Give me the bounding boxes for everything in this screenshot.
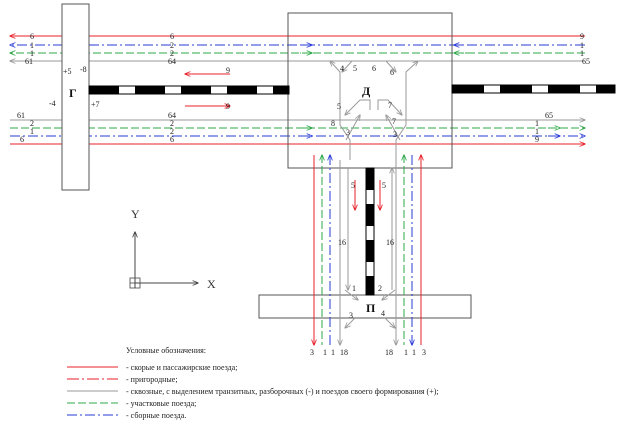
branch-d-p-lines <box>314 155 421 345</box>
g-label-minus4: -4 <box>49 99 56 108</box>
d-label: 8 <box>331 119 335 128</box>
station-d-label: Д <box>362 84 371 98</box>
d-label: 4 <box>340 64 344 73</box>
top-right-label: 1 <box>580 41 584 50</box>
top-right-label: 1 <box>580 49 584 58</box>
bottom-mid-label: 64 <box>168 111 176 120</box>
g-label-plus5: +5 <box>63 67 72 76</box>
top-mid-label: 2 <box>170 49 174 58</box>
d-path-cross-right <box>386 115 401 141</box>
legend-item-suburban: - пригородные; <box>126 375 178 384</box>
x-axis-label: X <box>207 277 216 291</box>
y-axis-label: Y <box>131 207 140 221</box>
d-label: 5 <box>353 64 357 73</box>
branch-label: 4 <box>381 309 385 318</box>
bottom-left-label: 1 <box>30 127 34 136</box>
d-path-inner-right <box>377 99 402 115</box>
bottom-right-label: 9 <box>535 135 539 144</box>
station-g-box <box>61 3 90 191</box>
bottom-branch-label-left: 18 <box>340 348 348 357</box>
d-label: 6 <box>390 68 394 77</box>
top-left-label: 1 <box>30 41 34 50</box>
train-flow-lines <box>10 36 585 144</box>
branch-p-diag-2 <box>382 289 396 300</box>
top-left-label: 61 <box>25 57 33 66</box>
bottom-branch-label-right: 18 <box>385 348 393 357</box>
bottom-mid-label: 6 <box>170 135 174 144</box>
bottom-left-label: 2 <box>30 119 34 128</box>
d-label: 7 <box>388 101 392 110</box>
d-label: 6 <box>372 64 376 73</box>
legend-item-pickup: - сборные поезда. <box>126 411 186 420</box>
bottom-right-label: 65 <box>545 111 553 120</box>
d-path-right-top <box>395 61 418 160</box>
legend: Условные обозначения: - скорые и пассажи… <box>67 346 439 420</box>
station-p-box <box>258 294 472 319</box>
branch-label: 1 <box>352 284 356 293</box>
bottom-right-label: 1 <box>535 119 539 128</box>
legend-item-express: - скорые и пассажирские поезда; <box>126 363 237 372</box>
railway-tracks <box>88 74 616 296</box>
bottom-left-label: 61 <box>17 111 25 120</box>
bottom-branch-label-right: 1 <box>404 348 408 357</box>
coordinate-axes: Y X <box>129 207 216 291</box>
bottom-branch-label-right: 3 <box>422 348 426 357</box>
d-path-left-top <box>330 61 351 160</box>
g-label-plus7: +7 <box>91 100 100 109</box>
d-label: 5 <box>337 102 341 111</box>
branch-p-low-1 <box>345 317 356 328</box>
top-right-label: 65 <box>582 57 590 66</box>
bottom-right-label: 1 <box>535 127 539 136</box>
branch-label: 5 <box>382 181 386 190</box>
station-d-inner-lines <box>330 61 418 160</box>
branch-p-diag-1 <box>344 289 358 300</box>
legend-item-district: - участковые поезда; <box>126 399 196 408</box>
d-label: 7 <box>392 117 396 126</box>
g-label-minus8: -8 <box>80 65 87 74</box>
bottom-left-label: 6 <box>20 135 24 144</box>
shunting-label-upper: 9 <box>226 66 230 75</box>
top-left-label: 1 <box>30 49 34 58</box>
bottom-branch-label-left: 1 <box>331 348 335 357</box>
branch-p-low-2 <box>384 317 395 328</box>
station-p-label: П <box>366 301 376 315</box>
station-g-label: Г <box>69 86 77 100</box>
bottom-mid-label: 2 <box>170 127 174 136</box>
bottom-branch-label-left: 3 <box>310 348 314 357</box>
d-path-inner-left <box>345 99 371 115</box>
legend-title: Условные обозначения: <box>126 346 206 355</box>
bottom-branch-label-left: 1 <box>323 348 327 357</box>
branch-label: 16 <box>338 238 346 247</box>
d-path-diag-right <box>385 60 396 72</box>
d-path-diag-left <box>342 60 353 72</box>
flow-labels: 611616226491165612166422665119+5-8-4+799… <box>17 32 590 357</box>
shunting-label-lower: 9 <box>226 102 230 111</box>
bottom-branch-label-right: 1 <box>412 348 416 357</box>
legend-item-through: - сквозные, с выделением транзитных, раз… <box>126 387 439 396</box>
branch-label: 5 <box>351 181 355 190</box>
top-mid-label: 64 <box>168 57 176 66</box>
d-label: 3 <box>346 128 350 137</box>
top-right-label: 9 <box>580 32 584 41</box>
branch-label: 16 <box>386 238 394 247</box>
top-left-label: 6 <box>30 32 34 41</box>
bottom-mid-label: 2 <box>170 119 174 128</box>
branch-label: 2 <box>378 284 382 293</box>
d-label: 3 <box>393 130 397 139</box>
d-path-cross-left <box>345 115 360 141</box>
branch-label: 3 <box>349 311 353 320</box>
top-mid-label: 6 <box>170 32 174 41</box>
top-mid-label: 2 <box>170 41 174 50</box>
